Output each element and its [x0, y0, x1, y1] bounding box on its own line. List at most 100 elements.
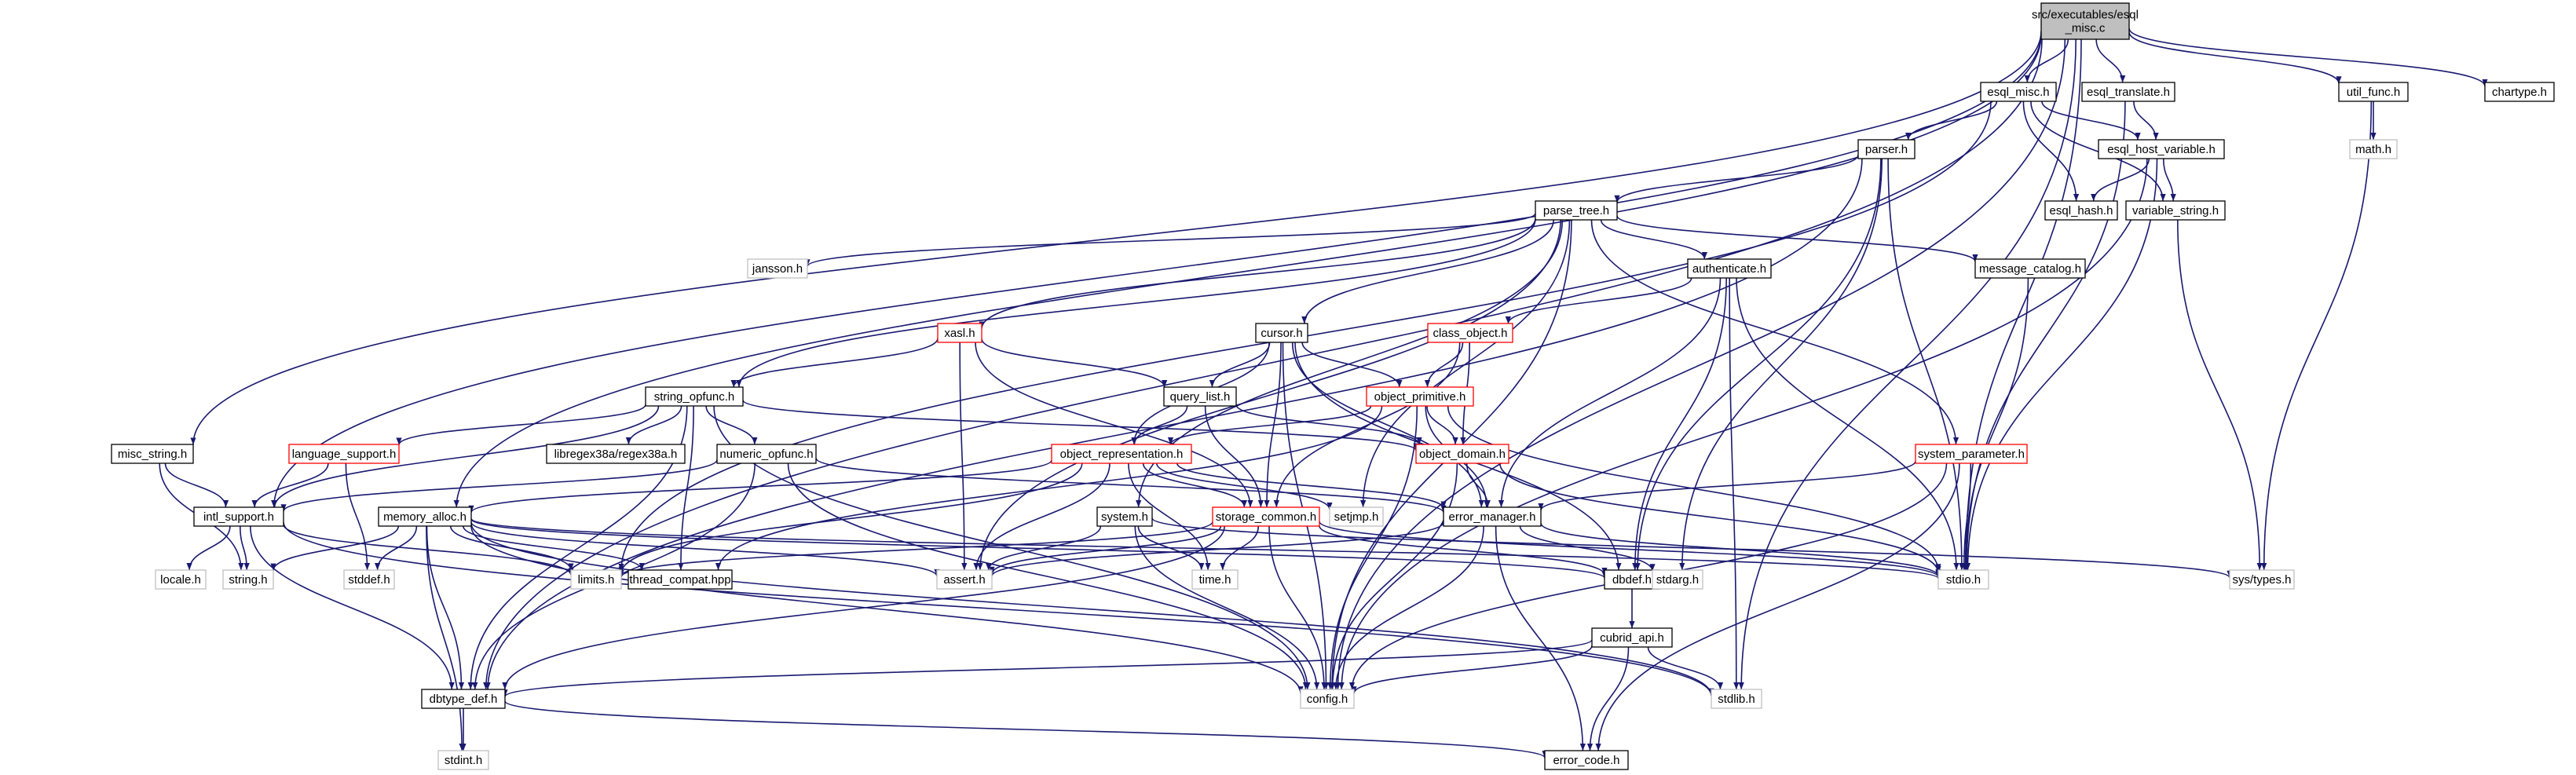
- node-box[interactable]: [2098, 139, 2225, 159]
- node-box[interactable]: [1366, 386, 1474, 407]
- node-box[interactable]: [1443, 506, 1542, 527]
- node-box[interactable]: [2484, 82, 2555, 102]
- node-box[interactable]: [1096, 506, 1153, 527]
- node-numeric-opfunc-h[interactable]: numeric_opfunc.h: [716, 444, 817, 464]
- node-box[interactable]: [1300, 689, 1355, 709]
- node-box[interactable]: [1415, 444, 1509, 464]
- node-system-parameter-h[interactable]: system_parameter.h: [1915, 444, 2028, 464]
- node-time-h[interactable]: time.h: [1191, 569, 1239, 590]
- node-chartype-h[interactable]: chartype.h: [2484, 82, 2555, 102]
- node-box[interactable]: [1937, 569, 1989, 590]
- node-box[interactable]: [1857, 139, 1916, 159]
- node-thread-compat-hpp[interactable]: thread_compat.hpp: [628, 569, 733, 590]
- node-box[interactable]: [1212, 506, 1320, 527]
- node-esql-misc-h[interactable]: esql_misc.h: [1980, 82, 2057, 102]
- node-box[interactable]: [155, 569, 207, 590]
- node-box[interactable]: [288, 444, 400, 464]
- node-box[interactable]: [1711, 689, 1762, 709]
- node-libregex38a-h[interactable]: libregex38a/regex38a.h: [546, 444, 686, 464]
- node-stdint-h[interactable]: stdint.h: [437, 750, 489, 770]
- node-box[interactable]: [645, 386, 744, 407]
- node-config-h[interactable]: config.h: [1300, 689, 1355, 709]
- node-object-primitive-h[interactable]: object_primitive.h: [1366, 386, 1474, 407]
- node-sys-types-h[interactable]: sys/types.h: [2229, 569, 2295, 590]
- node-box[interactable]: [1980, 82, 2057, 102]
- node-parse-tree-h[interactable]: parse_tree.h: [1535, 200, 1618, 221]
- node-query-list-h[interactable]: query_list.h: [1163, 386, 1237, 407]
- node-esql-hash-h[interactable]: esql_hash.h: [2044, 200, 2118, 221]
- node-box[interactable]: [1535, 200, 1618, 221]
- node-stdio-h[interactable]: stdio.h: [1937, 569, 1989, 590]
- node-setjmp-h[interactable]: setjmp.h: [1329, 506, 1384, 527]
- node-box[interactable]: [1974, 258, 2086, 279]
- node-locale-h[interactable]: locale.h: [155, 569, 207, 590]
- node-dbdef-h[interactable]: dbdef.h: [1604, 569, 1660, 590]
- node-dbtype-def-h[interactable]: dbtype_def.h: [421, 689, 506, 709]
- node-assert-h[interactable]: assert.h: [936, 569, 993, 590]
- node-box[interactable]: [1591, 627, 1673, 648]
- node-stdarg-h[interactable]: stdarg.h: [1652, 569, 1703, 590]
- node-box[interactable]: [222, 569, 274, 590]
- node-error-manager-h[interactable]: error_manager.h: [1443, 506, 1542, 527]
- node-box[interactable]: [111, 444, 194, 464]
- node-jansson-h[interactable]: jansson.h: [747, 258, 808, 279]
- node-box[interactable]: [716, 444, 817, 464]
- node-box[interactable]: [936, 569, 993, 590]
- node-root[interactable]: src/executables/esql_misc.c: [2032, 2, 2139, 40]
- node-util-func-h[interactable]: util_func.h: [2338, 82, 2409, 102]
- node-limits-h[interactable]: limits.h: [570, 569, 622, 590]
- node-box[interactable]: [1191, 569, 1239, 590]
- node-stddef-h[interactable]: stddef.h: [343, 569, 395, 590]
- node-cubrid-api-h[interactable]: cubrid_api.h: [1591, 627, 1673, 648]
- node-box[interactable]: [1255, 323, 1308, 343]
- node-system-h[interactable]: system.h: [1096, 506, 1153, 527]
- node-authenticate-h[interactable]: authenticate.h: [1687, 258, 1772, 279]
- node-box[interactable]: [378, 506, 472, 527]
- node-box[interactable]: [937, 323, 982, 343]
- node-esql-host-variable-h[interactable]: esql_host_variable.h: [2098, 139, 2225, 159]
- node-misc-string-h[interactable]: misc_string.h: [111, 444, 194, 464]
- node-box[interactable]: [2044, 200, 2118, 221]
- node-box[interactable]: [546, 444, 686, 464]
- node-memory-alloc-h[interactable]: memory_alloc.h: [378, 506, 472, 527]
- node-object-domain-h[interactable]: object_domain.h: [1415, 444, 1509, 464]
- node-box[interactable]: [2338, 82, 2409, 102]
- node-box[interactable]: [2081, 82, 2175, 102]
- node-stdlib-h[interactable]: stdlib.h: [1711, 689, 1762, 709]
- node-esql-translate-h[interactable]: esql_translate.h: [2081, 82, 2175, 102]
- node-box[interactable]: [1604, 569, 1660, 590]
- node-string-opfunc-h[interactable]: string_opfunc.h: [645, 386, 744, 407]
- node-box[interactable]: [2125, 200, 2226, 221]
- node-string-h[interactable]: string.h: [222, 569, 274, 590]
- node-box[interactable]: [1544, 750, 1629, 770]
- node-variable-string-h[interactable]: variable_string.h: [2125, 200, 2226, 221]
- node-error-code-h[interactable]: error_code.h: [1544, 750, 1629, 770]
- node-xasl-h[interactable]: xasl.h: [937, 323, 982, 343]
- node-box[interactable]: [1329, 506, 1384, 527]
- node-math-h[interactable]: math.h: [2349, 139, 2398, 159]
- node-object-representation-h[interactable]: object_representation.h: [1051, 444, 1192, 464]
- node-box[interactable]: [1051, 444, 1192, 464]
- node-box[interactable]: [1427, 323, 1513, 343]
- node-box[interactable]: [343, 569, 395, 590]
- node-box[interactable]: [2229, 569, 2295, 590]
- node-parser-h[interactable]: parser.h: [1857, 139, 1916, 159]
- node-cursor-h[interactable]: cursor.h: [1255, 323, 1308, 343]
- node-box[interactable]: [570, 569, 622, 590]
- node-box[interactable]: [1652, 569, 1703, 590]
- node-intl-support-h[interactable]: intl_support.h: [193, 506, 284, 527]
- node-box[interactable]: [437, 750, 489, 770]
- node-message-catalog-h[interactable]: message_catalog.h: [1974, 258, 2086, 279]
- node-box[interactable]: [747, 258, 808, 279]
- node-box[interactable]: [2349, 139, 2398, 159]
- node-language-support-h[interactable]: language_support.h: [288, 444, 400, 464]
- node-box[interactable]: [628, 569, 733, 590]
- node-box[interactable]: [1687, 258, 1772, 279]
- node-class-object-h[interactable]: class_object.h: [1427, 323, 1513, 343]
- node-box[interactable]: [1915, 444, 2028, 464]
- node-box[interactable]: [2040, 2, 2130, 40]
- node-box[interactable]: [193, 506, 284, 527]
- node-box[interactable]: [421, 689, 506, 709]
- node-storage-common-h[interactable]: storage_common.h: [1212, 506, 1320, 527]
- node-box[interactable]: [1163, 386, 1237, 407]
